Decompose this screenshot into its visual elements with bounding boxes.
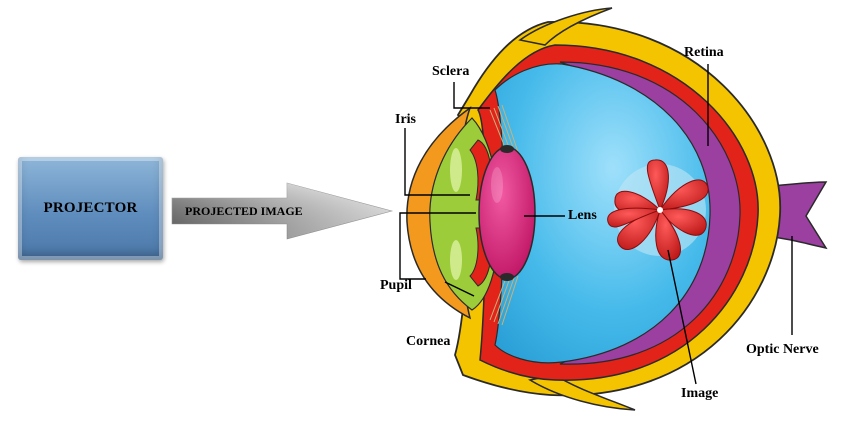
image-label: Image [681,386,719,401]
projected-image-arrow [171,182,394,240]
projector-label: PROJECTOR [43,200,138,216]
projector-box: PROJECTOR [18,157,163,260]
vitreous-body [494,63,711,364]
projected-image-label: PROJECTED IMAGE [185,204,303,218]
sclera-label: Sclera [432,64,470,79]
ciliary-fibers [489,104,519,326]
retina-label: Retina [684,45,724,60]
pupil-label: Pupil [380,278,412,293]
leader-lines [399,64,793,385]
retinal-image [607,159,709,261]
iris-label: Iris [395,112,416,127]
optic-nerve-label: Optic Nerve [746,342,819,357]
lens [478,146,536,280]
cornea-label: Cornea [406,334,451,349]
lens-label: Lens [568,208,597,223]
